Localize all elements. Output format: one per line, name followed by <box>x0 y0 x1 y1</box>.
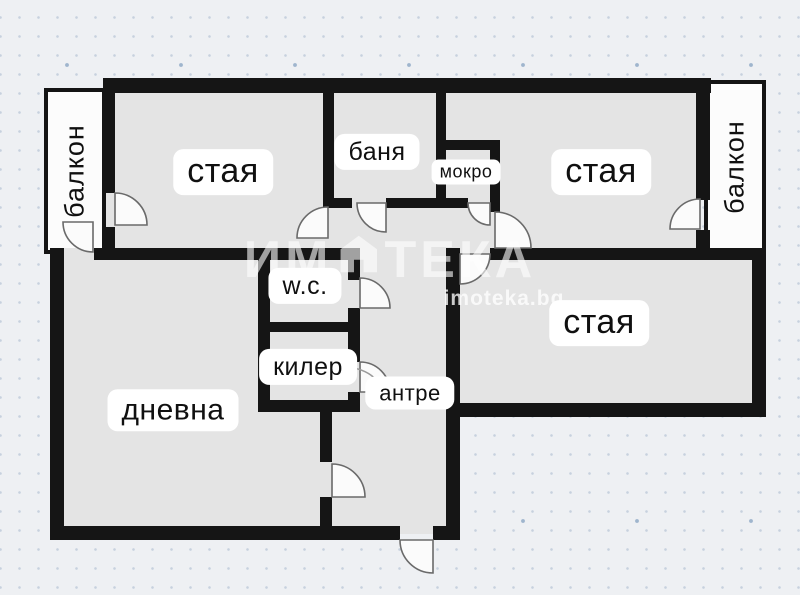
door-wc <box>359 277 391 309</box>
room-label-wc: w.c. <box>268 267 342 305</box>
door-bedroom-top-left <box>296 206 329 239</box>
door-balcony-right <box>669 198 701 230</box>
room-label-balcony-left: балкон <box>59 124 90 218</box>
door-entrance <box>399 539 434 574</box>
door-balcony-left-room <box>114 192 148 226</box>
door-wet-room <box>467 202 491 226</box>
room-label-wet-room: мокро <box>431 159 501 185</box>
room-label-hall: антре <box>365 376 455 410</box>
room-label-closet: килер <box>259 348 357 386</box>
room-label-bedroom-top-right: стая <box>551 149 651 195</box>
door-bath <box>356 202 387 233</box>
door-bedroom-right <box>459 253 491 285</box>
room-label-balcony-right: балкон <box>719 120 750 214</box>
door-living-room <box>331 463 366 498</box>
door-balcony-left-living <box>62 221 94 253</box>
room-label-living-room: дневна <box>107 389 239 431</box>
room-label-bedroom-right: стая <box>549 300 649 346</box>
door-bedroom-top-right <box>494 211 532 249</box>
room-label-bath: баня <box>334 133 420 171</box>
room-label-bedroom-top-left: стая <box>173 149 273 195</box>
